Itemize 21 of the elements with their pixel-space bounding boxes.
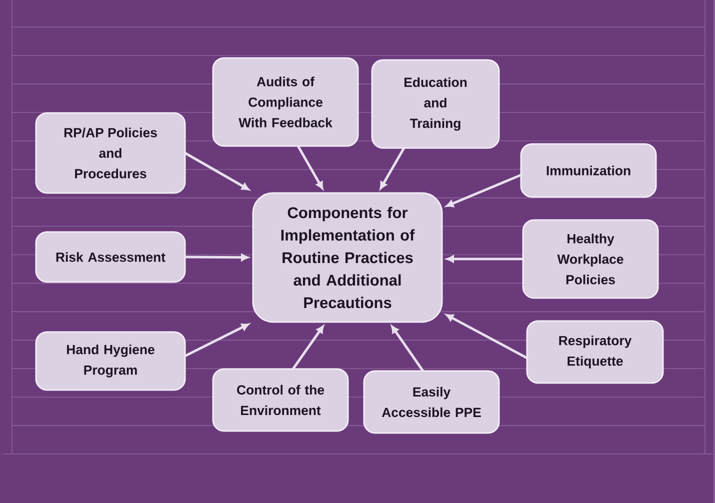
rounded-box: Healthy Workplace Policies xyxy=(522,219,659,299)
rounded-box: Respiratory Etiquette xyxy=(526,320,664,384)
rounded-box: Education and Training xyxy=(371,59,500,149)
arrow xyxy=(391,326,424,372)
rounded-box: Immunization xyxy=(520,143,657,198)
rounded-box: Easily Accessible PPE xyxy=(363,370,500,434)
rounded-box: Risk Assessment xyxy=(35,231,186,283)
arrow xyxy=(292,325,324,370)
arrow xyxy=(184,323,250,358)
arrow xyxy=(184,152,250,190)
central-box: Components for Implementation of Routine Practices and Additional Precautions xyxy=(252,192,443,323)
rounded-box: Hand Hygiene Program xyxy=(35,331,186,391)
arrow xyxy=(185,254,249,261)
arrow xyxy=(296,145,324,190)
arrow xyxy=(446,174,522,208)
rounded-box: Control of the Environment xyxy=(212,368,349,432)
rounded-box: Audits of Compliance With Feedback xyxy=(212,57,359,147)
rounded-box: RP/AP Policies and Procedures xyxy=(35,112,186,194)
arrow xyxy=(380,147,406,190)
arrow xyxy=(446,314,528,360)
arrow xyxy=(446,255,523,263)
